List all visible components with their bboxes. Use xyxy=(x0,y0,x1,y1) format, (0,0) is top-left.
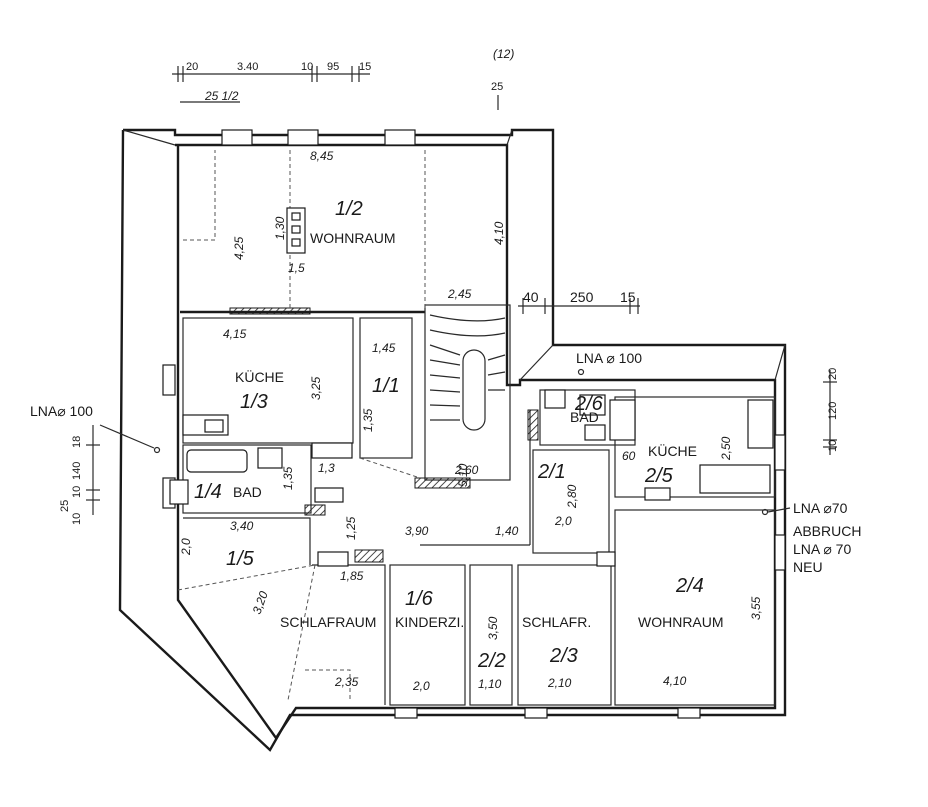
dim-11-d: 1,85 xyxy=(340,569,364,583)
dim-14-b: 1,35 xyxy=(281,466,295,490)
room-number-13: 1/3 xyxy=(240,391,268,413)
dim-left-5: 10 xyxy=(71,513,83,525)
dim-right-2: 120 xyxy=(827,402,839,420)
dim-stair-3: 15 xyxy=(620,289,636,305)
dim-left-4: 25 xyxy=(59,500,71,512)
fixtures xyxy=(169,207,774,567)
room-label-bad-26: BAD xyxy=(570,409,599,425)
room-number-21: 2/1 xyxy=(537,461,566,483)
dim-11-b: 2,45 xyxy=(447,287,472,301)
room-label-wohnraum-24: WOHNRAUM xyxy=(638,614,724,630)
dim-top-1: 20 xyxy=(186,61,198,73)
dim-13-b: 3,25 xyxy=(309,376,323,400)
room-number-26: 2/6 xyxy=(574,393,604,415)
room-number-16: 1/6 xyxy=(405,588,434,610)
lna-markers xyxy=(99,368,791,516)
room-label-wohnraum-12: WOHNRAUM xyxy=(310,230,396,246)
note-lna-right-1: LNA ⌀70 xyxy=(793,500,848,516)
note-lna-left: LNA⌀ 100 xyxy=(30,403,93,419)
dim-top-sub: 25 1/2 xyxy=(204,89,239,103)
dim-top-5: 15 xyxy=(359,61,371,73)
room-label-kueche-25: KÜCHE xyxy=(648,442,697,459)
dim-15-b: 2,0 xyxy=(179,538,193,556)
dim-left-3: 10 xyxy=(71,486,83,498)
room-number-23: 2/3 xyxy=(549,645,578,667)
dim-top-3: 10 xyxy=(301,61,313,73)
dim-right-3: 10 xyxy=(827,440,839,452)
dim-14-a: 1,3 xyxy=(318,461,335,475)
dim-13-a: 4,15 xyxy=(223,327,247,341)
room-number-14: 1/4 xyxy=(194,481,222,503)
room-number-24: 2/4 xyxy=(675,575,704,597)
dim-22-a: 3,50 xyxy=(486,616,500,640)
dim-24-a: 4,10 xyxy=(663,674,687,688)
dim-25-b: 60 xyxy=(622,449,636,463)
dim-top-right: 25 xyxy=(491,81,503,93)
dim-11-c: 1,35 xyxy=(361,408,375,432)
dim-stair-1: 40 xyxy=(523,289,539,305)
dim-top-2: 3.40 xyxy=(237,61,258,73)
room-number-11: 1/1 xyxy=(372,375,400,397)
room-label-schlafraum: SCHLAFRAUM xyxy=(280,614,376,630)
room-label-kinderzi-16: KINDERZI. xyxy=(395,614,464,630)
room-number-15: 1/5 xyxy=(226,548,255,570)
interior-walls xyxy=(180,304,776,706)
dim-stair-c: 1,40 xyxy=(495,524,519,538)
outer-walls xyxy=(118,128,787,752)
note-lna-top: LNA ⌀ 100 xyxy=(576,350,642,366)
dim-16: 2,0 xyxy=(412,679,430,693)
dim-stair-a: 5,10 xyxy=(456,463,470,487)
dim-25-a: 2,50 xyxy=(719,436,733,461)
dim-stair-e: 1,25 xyxy=(344,516,358,540)
staircase xyxy=(429,314,506,431)
note-lna-right-3: LNA ⌀ 70 xyxy=(793,541,851,557)
note-lna-right-4: NEU xyxy=(793,559,823,575)
dim-12-c: 1,30 xyxy=(273,216,287,240)
dim-21-b: 2,0 xyxy=(554,514,572,528)
room-label-schlafr-23: SCHLAFR. xyxy=(522,614,591,630)
dim-stair-2: 250 xyxy=(570,289,594,305)
dim-22-b: 1,10 xyxy=(478,677,502,691)
dim-12-a: 8,45 xyxy=(310,149,334,163)
dimension-lines xyxy=(86,66,837,515)
dim-11-a: 1,45 xyxy=(372,341,396,355)
room-number-22: 2/2 xyxy=(477,650,506,672)
room-label-bad-14: BAD xyxy=(233,484,262,500)
dim-15-c: 3,20 xyxy=(250,589,271,616)
note-lna-right-2: ABBRUCH xyxy=(793,523,861,539)
dim-12-b: 4,25 xyxy=(232,236,246,260)
room-labels: WOHNRAUM 1/2 8,45 4,25 1,30 4,10 1,5 KÜC… xyxy=(179,149,763,693)
dim-left-2: 140 xyxy=(71,462,83,480)
hatched-walls xyxy=(229,307,539,563)
room-number-25: 2/5 xyxy=(644,465,674,487)
dim-left-1: 18 xyxy=(71,436,83,448)
room-label-kueche-13: KÜCHE xyxy=(235,368,284,385)
dim-right-1: 20 xyxy=(827,368,839,380)
dimension-texts: (12) 20 3.40 10 95 15 25 1/2 25 40 250 1… xyxy=(59,47,839,525)
dim-24-b: 3,55 xyxy=(749,596,763,620)
dim-top-4: 95 xyxy=(327,61,339,73)
dim-stair-b: 2,60 xyxy=(454,463,479,477)
dim-12-e: 1,5 xyxy=(288,261,305,275)
dim-15-a: 3,40 xyxy=(230,519,254,533)
room-number-12: 1/2 xyxy=(335,198,363,220)
dim-21-a: 2,80 xyxy=(565,484,579,509)
notes: LNA⌀ 100 LNA ⌀ 100 LNA ⌀70 ABBRUCH LNA ⌀… xyxy=(30,350,861,575)
dim-schlafraum: 2,35 xyxy=(334,675,359,689)
dim-stair-d: 3,90 xyxy=(405,524,429,538)
dim-12-d: 4,10 xyxy=(492,221,506,245)
sheet-annotation: (12) xyxy=(493,47,514,61)
dim-23: 2,10 xyxy=(547,676,572,690)
